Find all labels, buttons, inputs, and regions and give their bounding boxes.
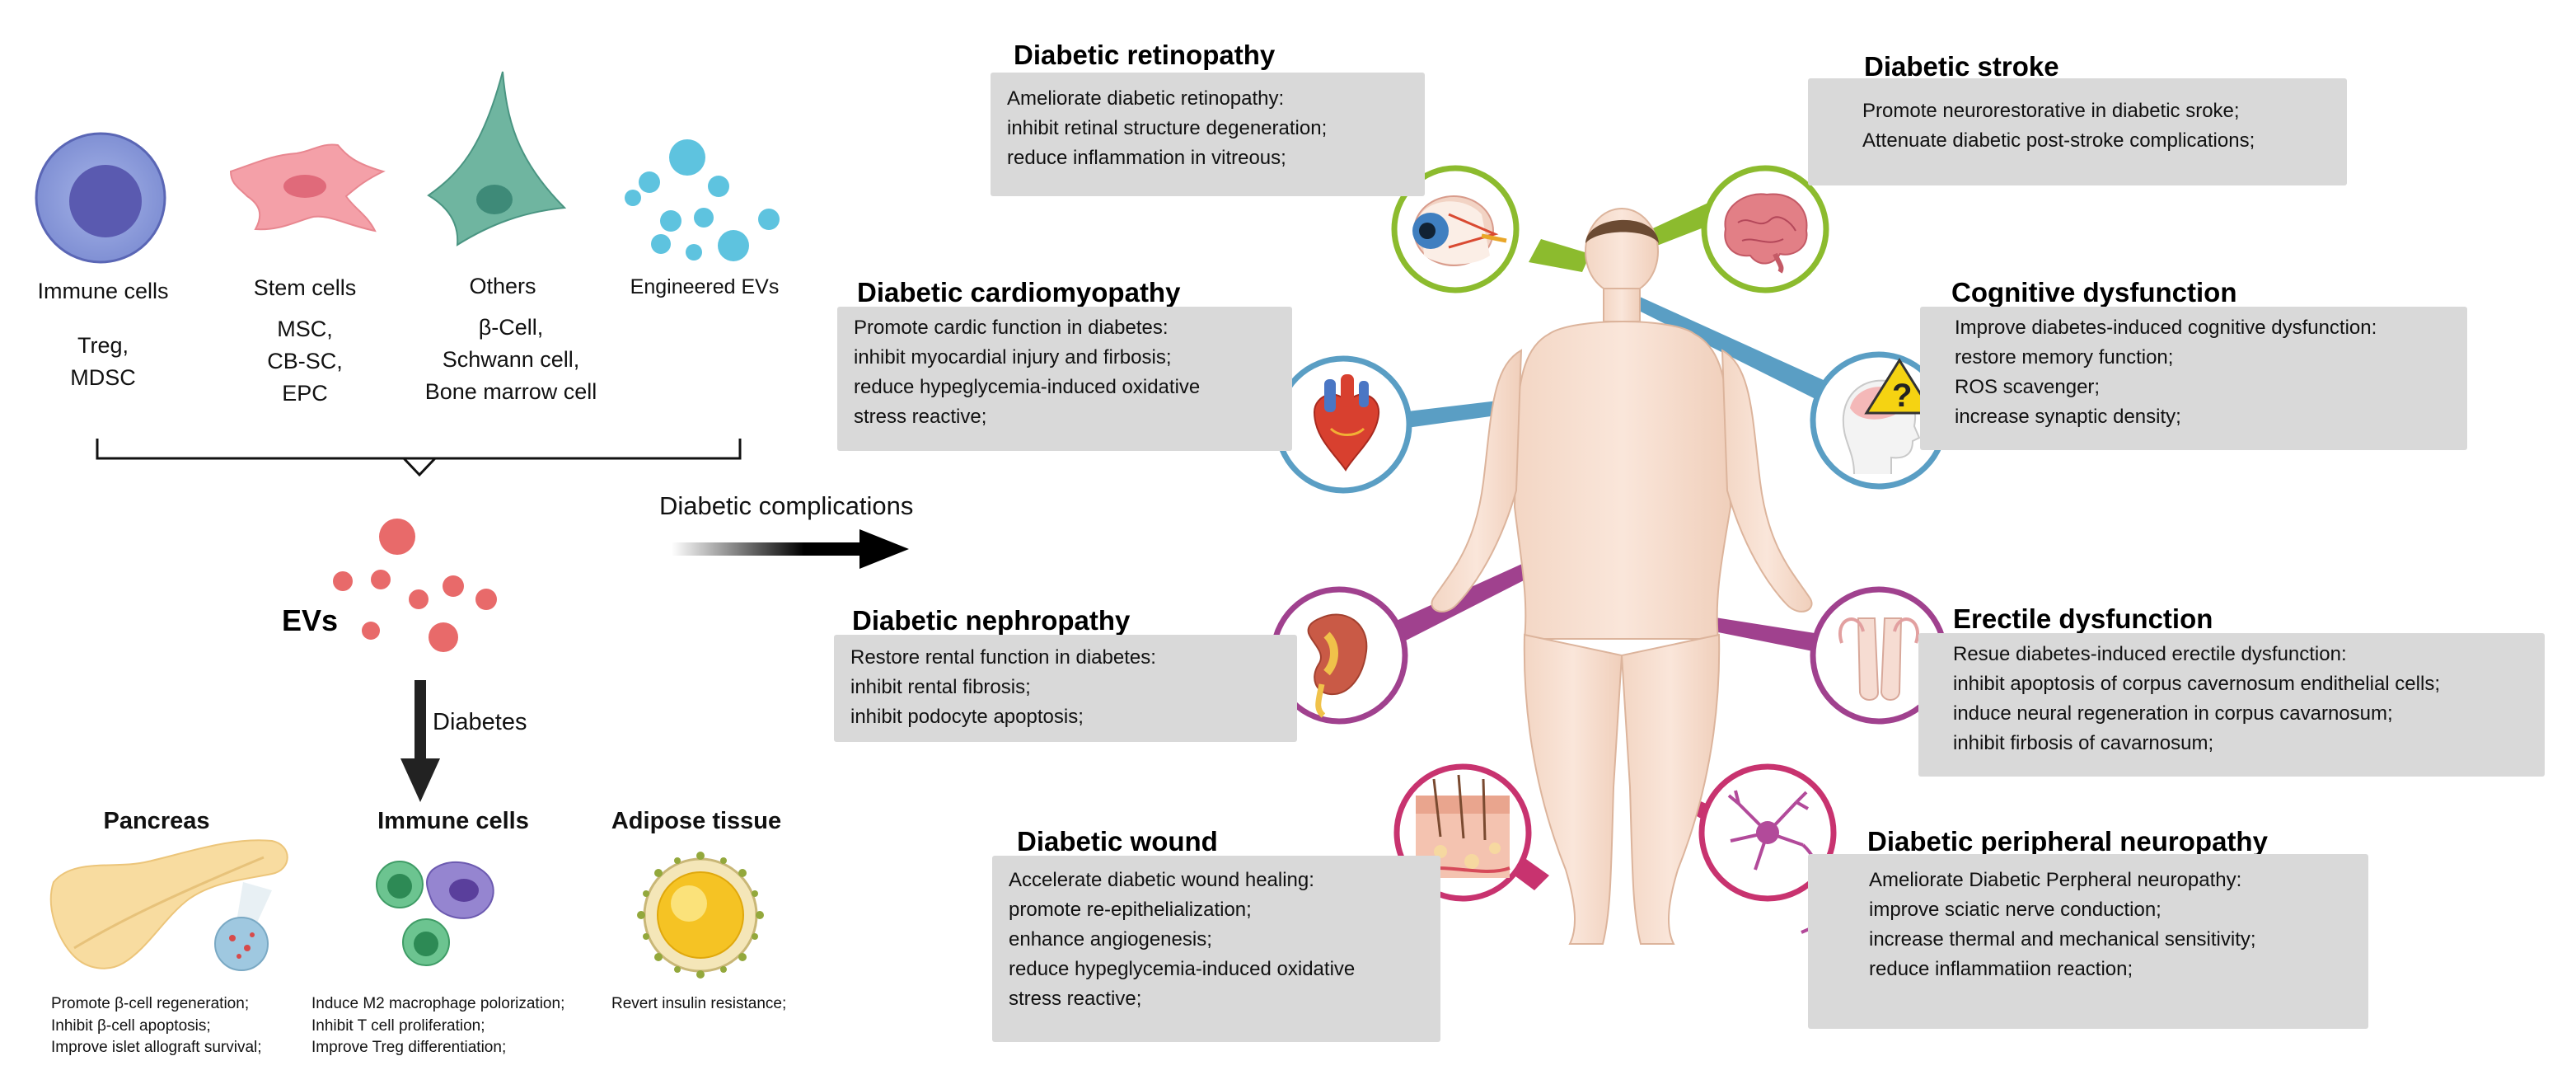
stroke-box: Promote neurorestorative in diabetic sro… xyxy=(1808,78,2347,185)
complications-arrow xyxy=(672,529,909,569)
pancreas-effects: Promote β-cell regeneration;Inhibit β-ce… xyxy=(51,995,262,1057)
retinopathy-box: Ameliorate diabetic retinopathy: inhibit… xyxy=(991,73,1425,196)
stroke-title: Diabetic stroke xyxy=(1864,51,2059,82)
others-items: β-Cell,Schwann cell,Bone marrow cell xyxy=(424,315,597,405)
source-bracket xyxy=(96,439,742,477)
heart-icon xyxy=(1274,355,1412,494)
cognitive-head-icon: ? xyxy=(1810,351,1948,490)
immune-cells-items: Treg,MDSC xyxy=(70,333,136,391)
neuropathy-box: Ameliorate Diabetic Perpheral neuropathy… xyxy=(1808,854,2368,1029)
complications-label: Diabetic complications xyxy=(659,491,914,520)
engineered-evs-title: Engineered EVs xyxy=(630,275,780,298)
engineered-evs-icon xyxy=(625,139,780,261)
immune-target-title: Immune cells xyxy=(377,808,529,834)
cognitive-box: Improve diabetes-induced cognitive dysfu… xyxy=(1920,307,2467,450)
wound-box: Accelerate diabetic wound healing: promo… xyxy=(992,856,1440,1042)
erectile-box: Resue diabetes-induced erectile dysfunct… xyxy=(1918,633,2545,777)
cardiomyopathy-title: Diabetic cardiomyopathy xyxy=(857,277,1181,307)
cardiomyopathy-box: Promote cardic function in diabetes: inh… xyxy=(837,307,1292,451)
evs-label: EVs xyxy=(282,603,339,637)
adipose-icon xyxy=(637,852,764,979)
evs-icon xyxy=(333,519,497,652)
erectile-icon xyxy=(1810,586,1948,725)
immune-cell-icon xyxy=(35,132,166,264)
stem-cells-items: MSC,CB-SC,EPC xyxy=(267,317,343,406)
diabetes-label: Diabetes xyxy=(433,709,527,735)
human-body-figure xyxy=(1431,208,1813,945)
nephropathy-box: Restore rental function in diabetes: inh… xyxy=(834,635,1297,742)
stem-cells-title: Stem cells xyxy=(253,275,357,300)
brain-icon xyxy=(1701,165,1829,293)
nephropathy-title: Diabetic nephropathy xyxy=(852,605,1131,636)
adipose-effects: Revert insulin resistance; xyxy=(611,995,787,1012)
cognitive-title: Cognitive dysfunction xyxy=(1951,277,2237,307)
adipose-title: Adipose tissue xyxy=(611,808,782,834)
neuropathy-title: Diabetic peripheral neuropathy xyxy=(1867,826,2268,857)
immune-target-effects: Induce M2 macrophage polorization;Inhibi… xyxy=(311,995,565,1057)
diabetes-arrow xyxy=(400,680,440,802)
stem-cell-icon xyxy=(229,143,386,232)
immune-target-icon xyxy=(376,861,494,966)
pancreas-icon xyxy=(49,839,288,971)
eye-icon xyxy=(1391,165,1520,293)
other-cell-icon xyxy=(427,71,567,246)
retinopathy-title: Diabetic retinopathy xyxy=(1014,40,1276,70)
svg-text:?: ? xyxy=(1892,378,1912,414)
immune-cells-title: Immune cells xyxy=(37,279,169,303)
erectile-title: Erectile dysfunction xyxy=(1953,603,2213,634)
pancreas-title: Pancreas xyxy=(103,808,210,834)
wound-title: Diabetic wound xyxy=(1017,826,1218,857)
others-title: Others xyxy=(469,274,536,298)
